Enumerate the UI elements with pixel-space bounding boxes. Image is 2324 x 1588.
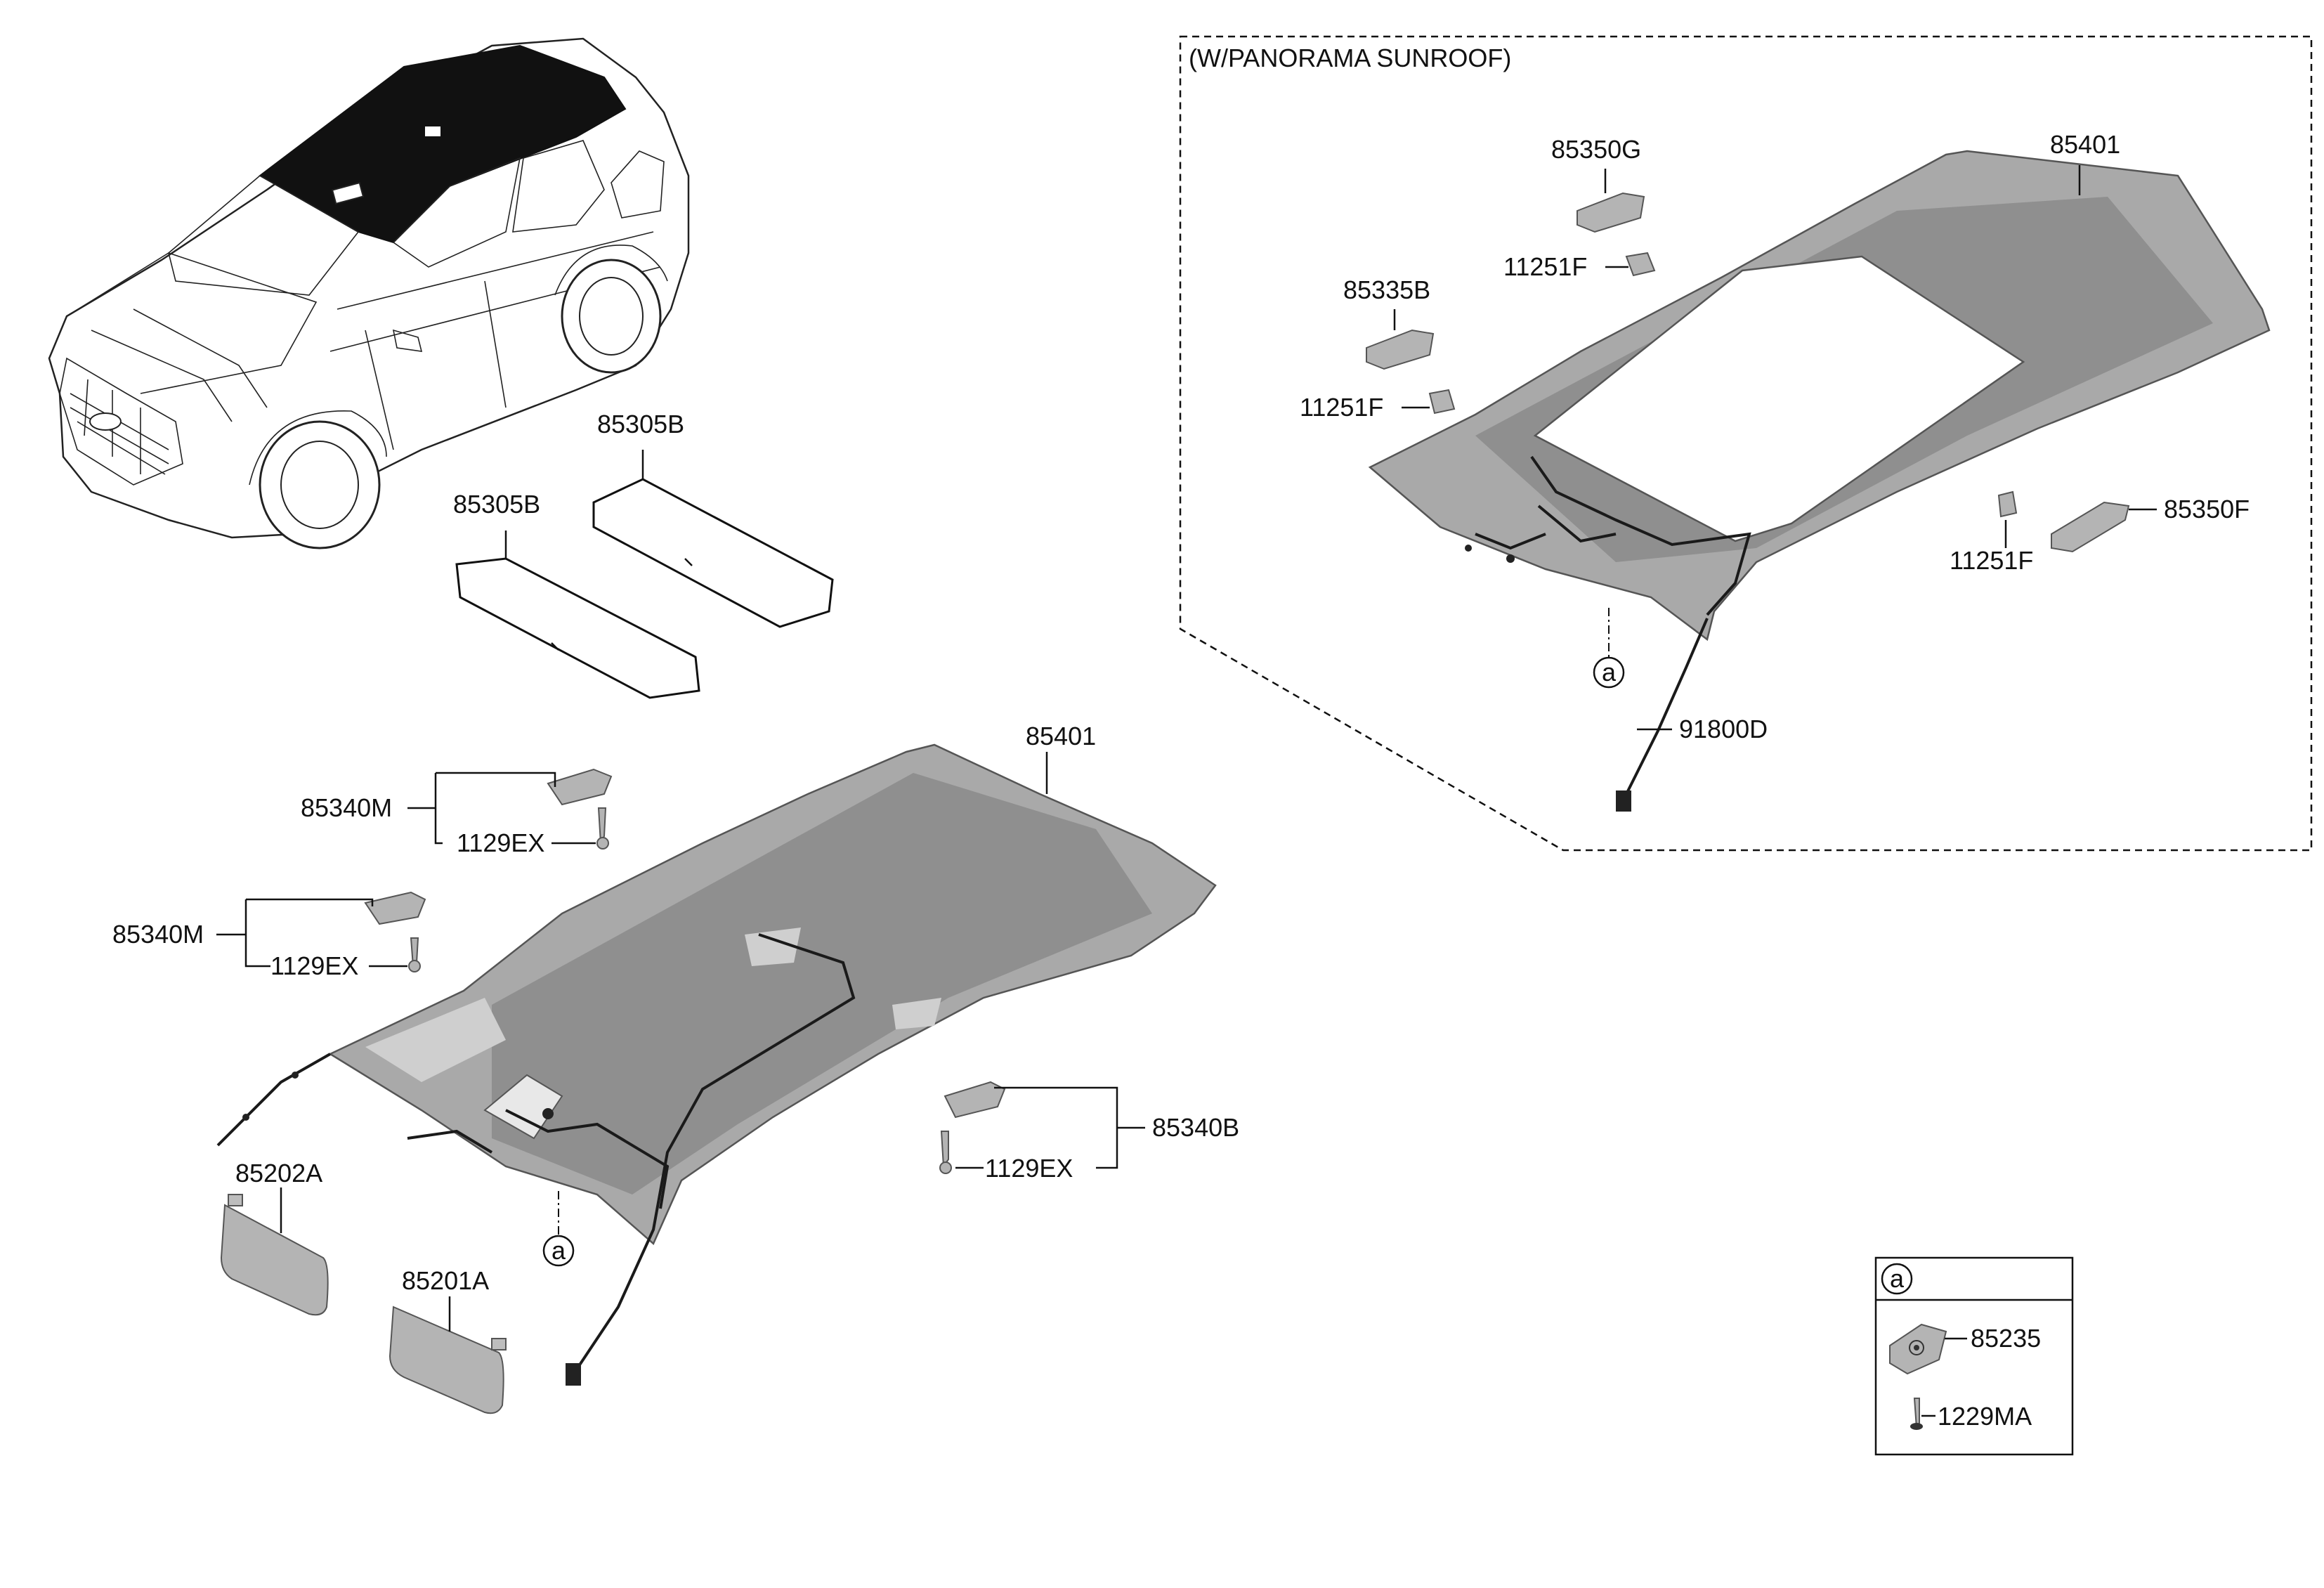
grip-upper-screw-label: 1129EX <box>457 828 544 857</box>
sun-visor-right <box>389 1306 507 1414</box>
grip-middle-label: 85340M <box>112 920 204 949</box>
room-lamp-85235 <box>1889 1323 1947 1375</box>
sunroof-wiring-label: 91800D <box>1679 715 1768 743</box>
headlining-label: 85401 <box>1026 722 1096 750</box>
bracket-f-label: 85350F <box>2164 495 2250 523</box>
vehicle-illustration <box>48 37 690 549</box>
bracket-85350f <box>1997 490 2130 553</box>
visor-right-label: 85201A <box>402 1266 489 1295</box>
sun-visor-left <box>220 1194 329 1316</box>
lamp-label: 85235 <box>1971 1324 2041 1353</box>
bracket-85335b <box>1366 329 1456 415</box>
grip-right-screw-label: 1129EX <box>985 1154 1073 1183</box>
grip-right-label: 85340B <box>1152 1113 1239 1142</box>
assist-grip-upper <box>547 768 613 850</box>
grip-middle-screw-label: 1129EX <box>270 951 358 980</box>
pad-front-label: 85305B <box>453 490 540 519</box>
detail-ref-a: a <box>1890 1264 1905 1293</box>
roof-pad-front <box>455 557 700 699</box>
bracket-b-label: 85335B <box>1343 275 1430 304</box>
pad-rear-label: 85305B <box>597 410 684 438</box>
main-ref-a: a <box>551 1236 566 1265</box>
grip-upper-label: 85340M <box>301 793 392 822</box>
bolt-3-label: 11251F <box>1950 546 2033 575</box>
headlining-sunroof <box>1368 150 2271 812</box>
reference-a-marker <box>542 1235 575 1267</box>
bracket-85350g <box>1576 192 1656 277</box>
screw-1229ma <box>1910 1398 1923 1431</box>
bolt-1-label: 11251F <box>1503 252 1587 281</box>
reference-a-marker-sunroof <box>1593 656 1625 689</box>
panorama-sunroof-box: (W/PANORAMA SUNROOF) 85401 a 91800D 8535… <box>1179 35 2313 852</box>
sunroof-ref-a: a <box>1602 658 1617 686</box>
bolt-2-label: 11251F <box>1300 393 1383 422</box>
visor-left-label: 85202A <box>235 1159 322 1187</box>
assist-grip-right <box>939 1081 1006 1174</box>
detail-box-a: a 85235 1229MA <box>1874 1256 2074 1456</box>
screw-label: 1229MA <box>1938 1402 2032 1431</box>
roof-pad-rear <box>592 478 834 628</box>
bracket-g-label: 85350G <box>1551 135 1641 164</box>
panorama-box-title: (W/PANORAMA SUNROOF) <box>1189 44 1511 72</box>
sunroof-headlining-label: 85401 <box>2050 130 2120 159</box>
detail-ref-a-marker <box>1881 1263 1913 1295</box>
assist-grip-middle <box>364 891 426 972</box>
headlining-main <box>216 743 1217 1386</box>
